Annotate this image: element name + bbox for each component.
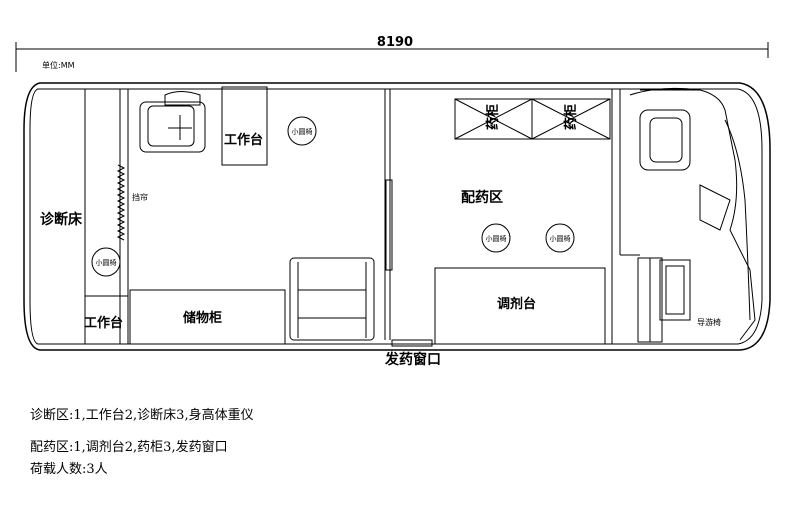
label-guide-seat: 导游椅 xyxy=(697,317,721,327)
label-workbench-top: 工作台 xyxy=(224,132,263,148)
workbench-bottom xyxy=(84,295,129,345)
label-medicine-cabinet-2: 药柜 xyxy=(563,104,579,130)
label-mixing-table: 调剂台 xyxy=(497,296,536,312)
stool-mid-2 xyxy=(545,223,575,253)
label-stool-top: 小圆椅 xyxy=(292,127,313,136)
label-curtain: 挡帘 xyxy=(132,192,148,202)
label-stool-mid-1: 小圆椅 xyxy=(486,234,507,243)
stool-left xyxy=(91,247,121,277)
label-diagnosis-bed: 诊断床 xyxy=(40,211,83,228)
note-capacity: 荷载人数:3人 xyxy=(30,462,108,477)
label-storage-cabinet: 储物柜 xyxy=(182,310,222,326)
workbench-top xyxy=(221,86,268,166)
mixing-table xyxy=(434,267,606,345)
label-stool-left: 小圆椅 xyxy=(96,258,117,267)
note-diagnosis: 诊断区:1,工作台2,诊断床3,身高体重仪 xyxy=(30,408,254,423)
medicine-cabinets xyxy=(454,98,611,140)
legend-notes: 诊断区:1,工作台2,诊断床3,身高体重仪 配药区:1,调剂台2,药柜3,发药窗… xyxy=(30,405,254,481)
stool-top xyxy=(287,116,317,146)
stool-mid-1 xyxy=(481,223,511,253)
label-dispensing-area: 配药区 xyxy=(461,189,503,206)
label-medicine-cabinet-1: 药柜 xyxy=(485,104,501,130)
curtain-zigzag xyxy=(116,164,126,241)
note-dispensing: 配药区:1,调剂台2,药柜3,发药窗口 xyxy=(30,440,228,455)
dimension-total: 8190 xyxy=(377,35,413,50)
entry-step xyxy=(289,257,375,341)
driver-chair xyxy=(139,91,206,153)
cab-dashboard xyxy=(629,87,756,341)
label-workbench-bottom: 工作台 xyxy=(84,315,123,331)
label-dispensing-window: 发药窗口 xyxy=(384,351,441,368)
label-stool-mid-2: 小圆椅 xyxy=(550,234,571,243)
storage-cabinet xyxy=(129,289,286,345)
vehicle-outline xyxy=(23,82,771,351)
vehicle-inner-wall xyxy=(29,88,763,345)
unit-note: 单位:MM xyxy=(42,60,75,70)
dispensing-window-frame xyxy=(391,339,433,347)
